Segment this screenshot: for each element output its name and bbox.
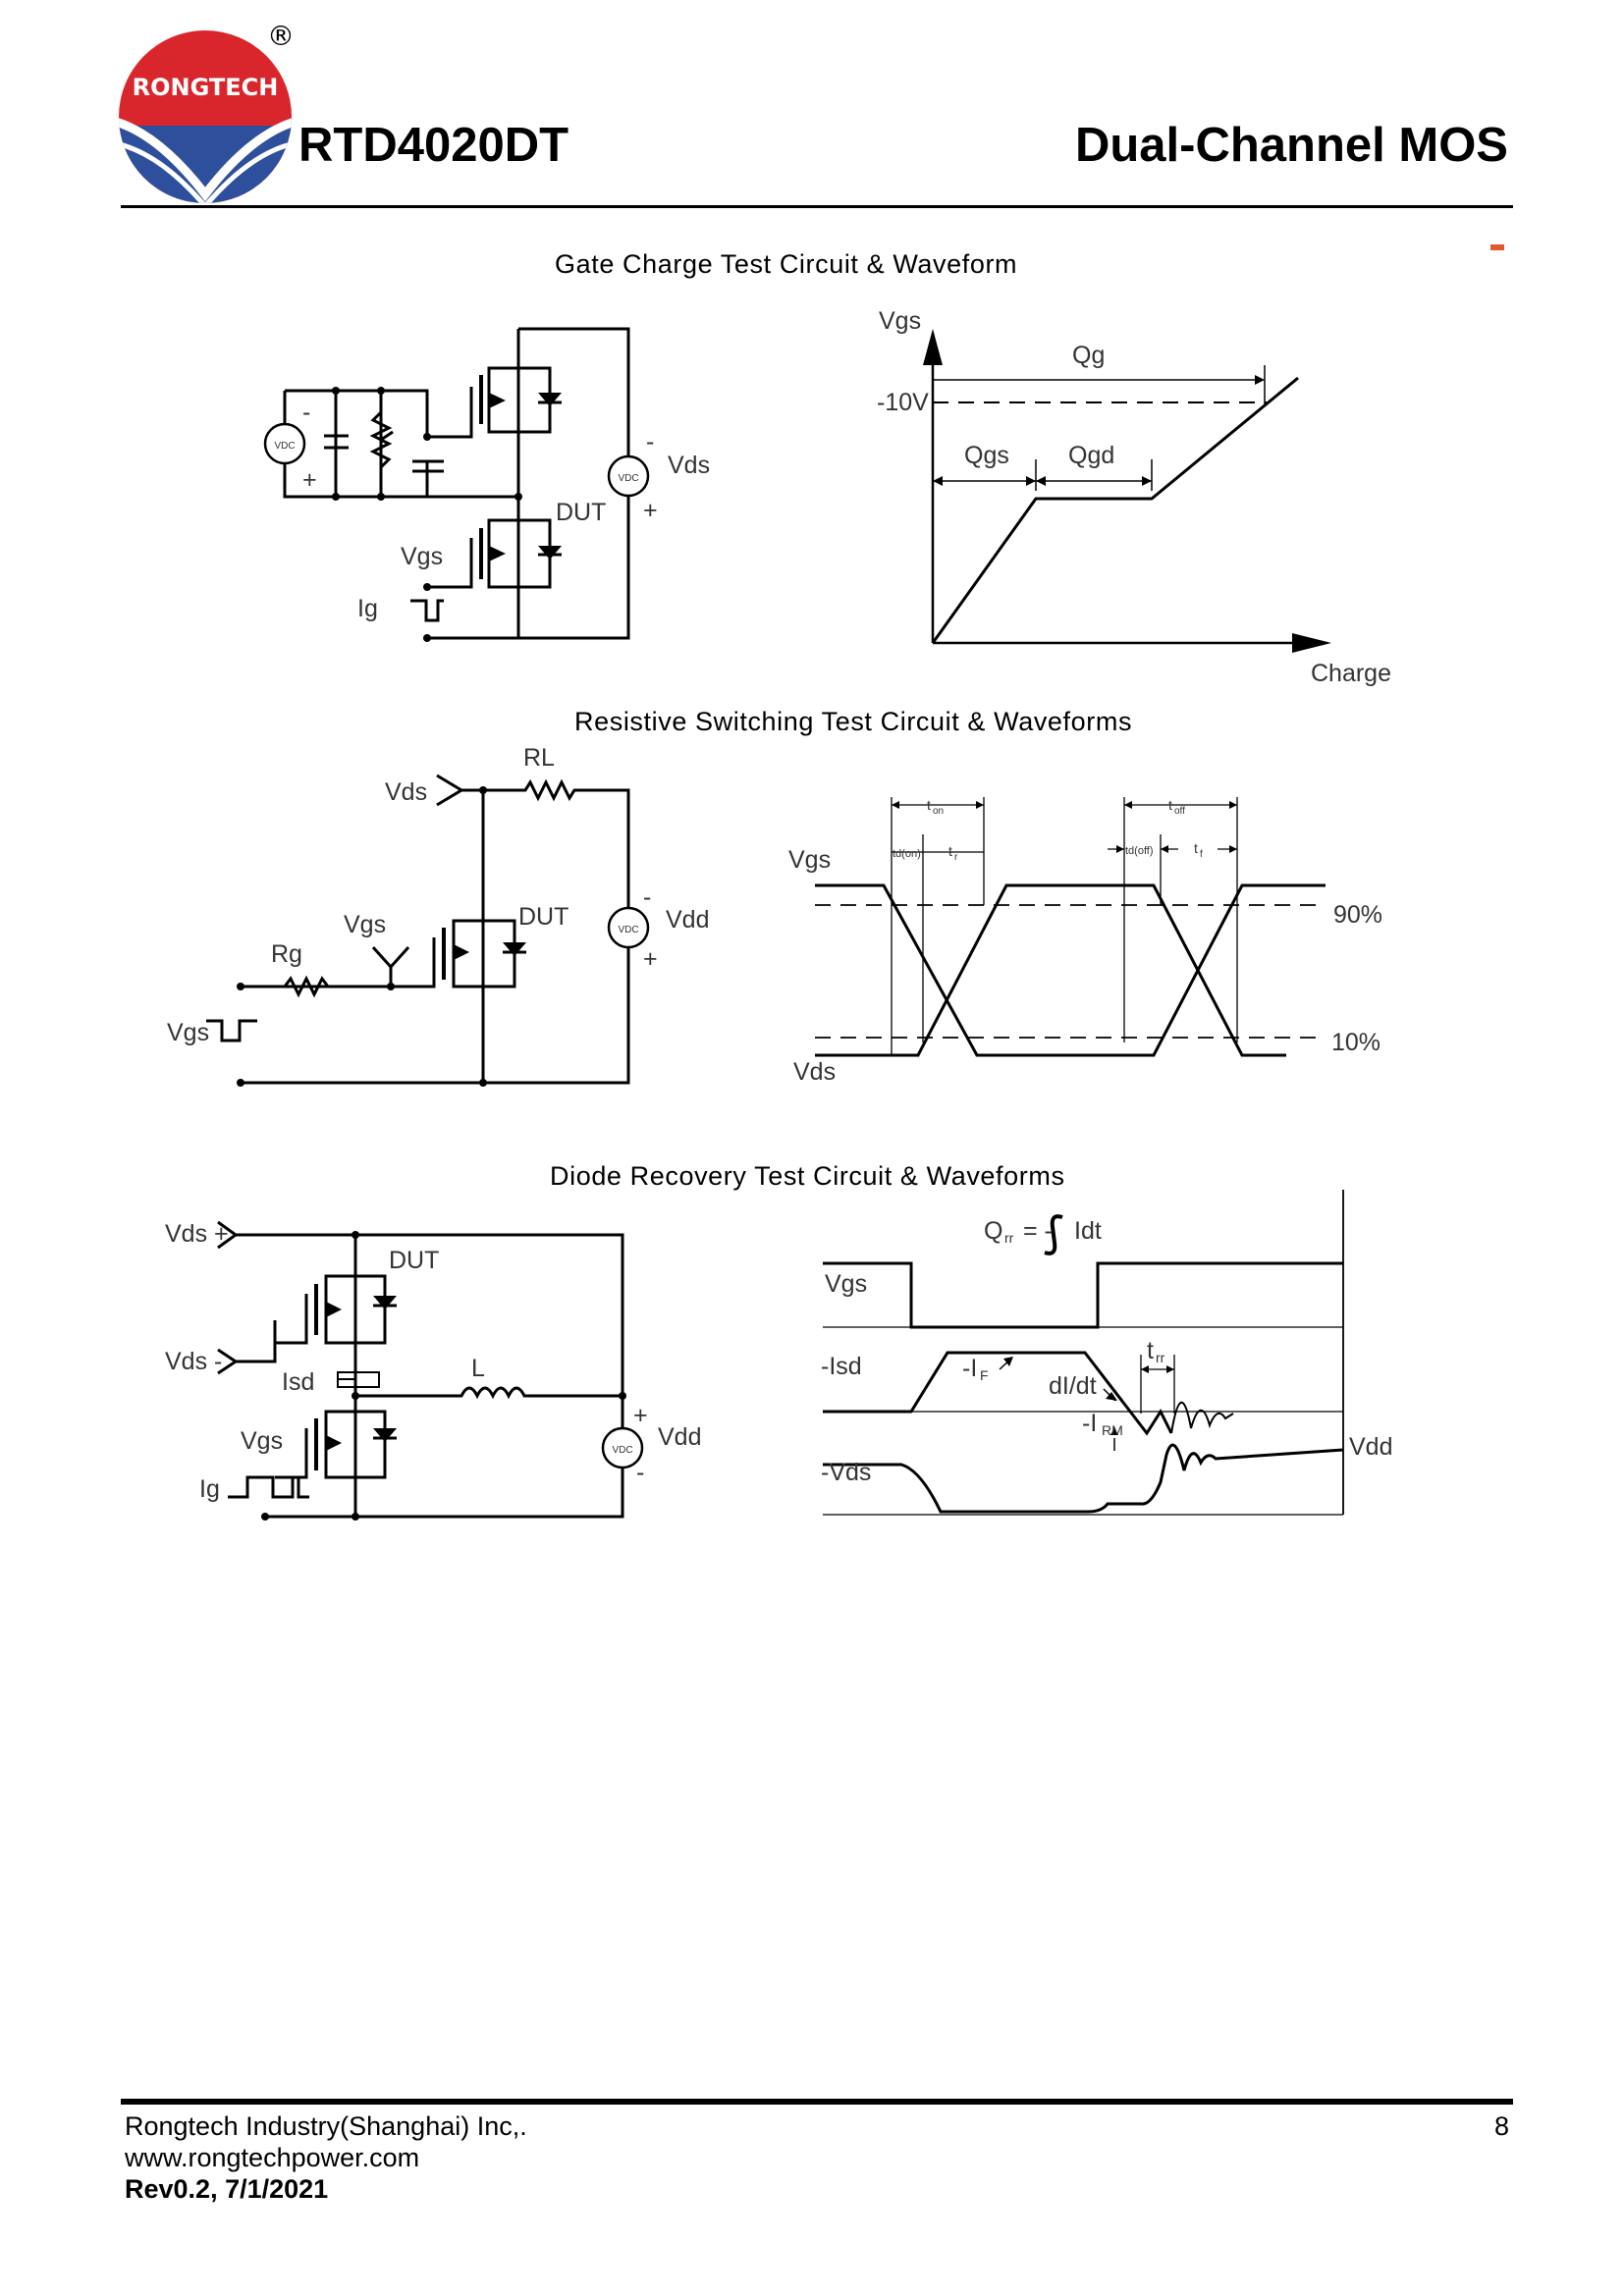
- svg-text:10%: 10%: [1331, 1029, 1380, 1056]
- svg-text:td(off): td(off): [1125, 845, 1154, 857]
- svg-text:RL: RL: [523, 744, 555, 772]
- svg-text:DUT: DUT: [556, 499, 606, 526]
- svg-text:RM: RM: [1102, 1422, 1123, 1438]
- svg-text:-10V: -10V: [877, 389, 929, 416]
- vdc-source-1: [263, 422, 306, 465]
- svg-text:Vds: Vds: [668, 452, 710, 479]
- svg-text:t: t: [948, 843, 952, 859]
- footer-rule: [121, 2099, 1513, 2105]
- svg-text:t: t: [927, 797, 931, 813]
- svg-text:Rg: Rg: [271, 940, 302, 968]
- svg-text:Vds -: Vds -: [165, 1348, 222, 1375]
- svg-text:Vds +: Vds +: [165, 1220, 229, 1248]
- svg-text:rr: rr: [1004, 1230, 1014, 1246]
- svg-text:t: t: [1147, 1337, 1154, 1364]
- logo-brand-text: RONGTECH: [133, 74, 279, 101]
- svg-text:L: L: [471, 1355, 485, 1382]
- footer-company: Rongtech Industry(Shanghai) Inc,.: [125, 2111, 527, 2141]
- svg-text:Charge: Charge: [1311, 660, 1391, 687]
- svg-text:Vds: Vds: [385, 778, 427, 806]
- svg-text:Vgs: Vgs: [788, 846, 831, 874]
- svg-text:F: F: [980, 1367, 989, 1383]
- registered-mark: ®: [267, 20, 295, 52]
- header-rule: [121, 205, 1513, 208]
- footer-website[interactable]: www.rongtechpower.com: [125, 2143, 420, 2172]
- svg-text:-: -: [646, 428, 654, 455]
- svg-text:Vds: Vds: [793, 1058, 836, 1086]
- svg-text:Vgs: Vgs: [241, 1427, 283, 1455]
- switching-waveform: [815, 797, 1326, 1057]
- svg-text:VDC: VDC: [274, 441, 295, 452]
- svg-text:Qgs: Qgs: [964, 442, 1009, 469]
- integral-icon: [1044, 1214, 1063, 1255]
- svg-text:VDC: VDC: [618, 925, 638, 935]
- svg-text:VDC: VDC: [612, 1445, 632, 1456]
- svg-text:Qg: Qg: [1072, 342, 1105, 369]
- svg-text:Vgs: Vgs: [344, 911, 386, 938]
- svg-text:t: t: [1168, 797, 1172, 813]
- svg-text:-: -: [643, 883, 651, 911]
- svg-text:90%: 90%: [1333, 901, 1382, 929]
- svg-text:-Isd: -Isd: [821, 1353, 862, 1380]
- svg-text:-Vds: -Vds: [821, 1459, 871, 1486]
- svg-text:DUT: DUT: [518, 903, 568, 931]
- vdc-source-4: [601, 1426, 644, 1469]
- svg-text:Idt: Idt: [1074, 1217, 1102, 1245]
- svg-text:off: off: [1174, 806, 1185, 817]
- svg-text:r: r: [954, 852, 958, 863]
- svg-text:+: +: [643, 497, 658, 524]
- page-number: 8: [1493, 2111, 1509, 2141]
- svg-text:t: t: [1194, 840, 1198, 856]
- vdc-source-2: [607, 454, 650, 498]
- company-logo: RONGTECH: [116, 27, 295, 206]
- svg-text:Ig: Ig: [199, 1475, 220, 1503]
- svg-text:Vdd: Vdd: [1349, 1433, 1392, 1461]
- svg-text:= -: = -: [1023, 1217, 1053, 1245]
- svg-text:-I: -I: [962, 1355, 977, 1382]
- svg-text:Vgs: Vgs: [167, 1019, 209, 1046]
- svg-text:+: +: [633, 1402, 648, 1429]
- svg-text:Vgs: Vgs: [879, 307, 921, 335]
- svg-text:Isd: Isd: [282, 1368, 314, 1396]
- resistive-switching-title: Resistive Switching Test Circuit & Wavef…: [574, 707, 1132, 736]
- svg-text:DUT: DUT: [389, 1247, 439, 1274]
- product-type: Dual-Channel MOS: [1074, 119, 1508, 172]
- svg-text:rr: rr: [1156, 1350, 1165, 1365]
- svg-text:Ig: Ig: [357, 595, 378, 622]
- gate-charge-waveform: [931, 344, 1306, 645]
- svg-text:+: +: [302, 466, 317, 494]
- svg-text:f: f: [1200, 849, 1203, 860]
- footer-revision: Rev0.2, 7/1/2021: [125, 2174, 329, 2204]
- svg-text:-: -: [636, 1459, 644, 1486]
- svg-text:-: -: [302, 399, 310, 426]
- svg-text:Vgs: Vgs: [401, 543, 443, 570]
- svg-text:Vgs: Vgs: [825, 1270, 867, 1298]
- gate-charge-circuit: [283, 327, 630, 640]
- accent-mark: [1490, 244, 1504, 250]
- diode-recovery-title: Diode Recovery Test Circuit & Waveforms: [550, 1161, 1065, 1191]
- svg-text:+: +: [643, 945, 658, 973]
- gate-charge-title: Gate Charge Test Circuit & Waveform: [555, 249, 1017, 279]
- svg-text:VDC: VDC: [618, 473, 638, 484]
- svg-text:Vdd: Vdd: [666, 906, 709, 934]
- svg-text:td(on): td(on): [893, 848, 921, 860]
- resistive-switching-circuit: [206, 774, 630, 1085]
- svg-text:dI/dt: dI/dt: [1049, 1372, 1097, 1400]
- svg-text:on: on: [933, 806, 944, 817]
- part-number: RTD4020DT: [298, 119, 569, 172]
- svg-text:-I: -I: [1082, 1410, 1097, 1437]
- vdc-source-3: [607, 906, 650, 949]
- svg-text:Q: Q: [984, 1217, 1002, 1245]
- svg-text:Vdd: Vdd: [658, 1423, 701, 1451]
- svg-text:Qgd: Qgd: [1068, 442, 1114, 469]
